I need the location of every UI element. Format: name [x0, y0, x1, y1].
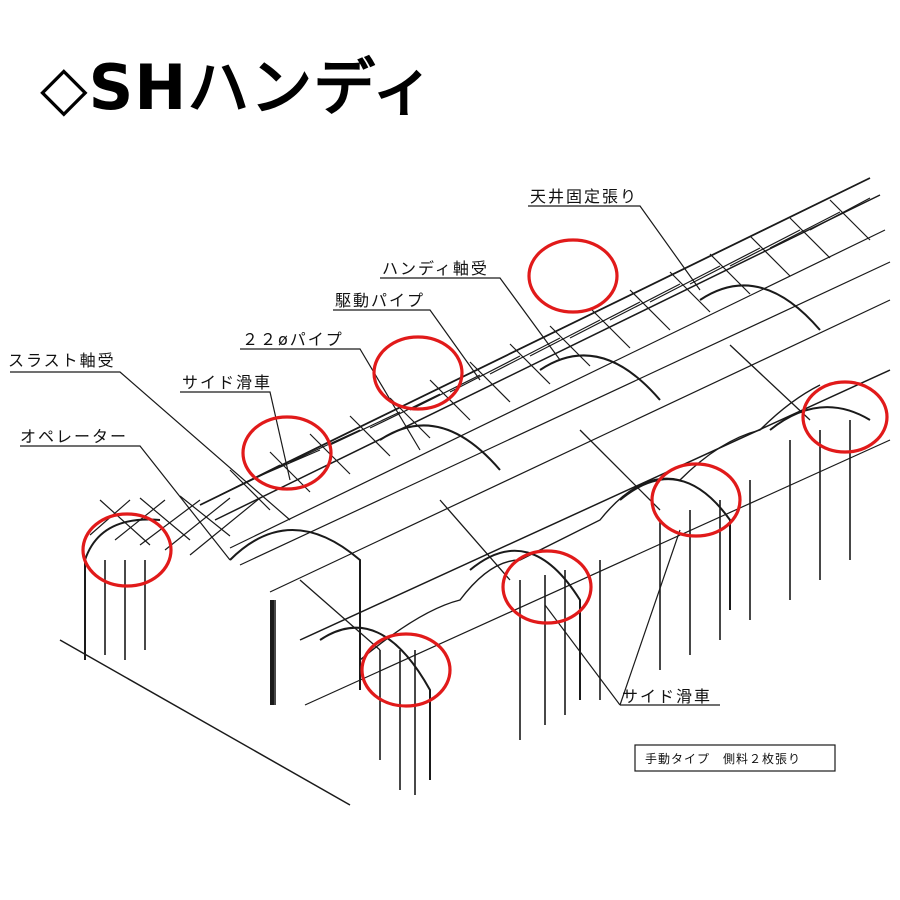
- highlight-circle: [241, 415, 333, 491]
- highlight-circle: [81, 512, 173, 588]
- label-ceiling-fixed: 天井固定張り: [530, 187, 638, 206]
- caption-text: 手動タイプ 側料２枚張り: [645, 751, 801, 766]
- highlight-circle: [527, 238, 619, 314]
- highlight-circle: [501, 549, 593, 625]
- highlight-circle: [372, 335, 464, 411]
- label-drive-pipe: 駆動パイプ: [335, 291, 425, 310]
- label-thrust-bearing: スラスト軸受: [8, 351, 116, 370]
- highlight-circles: [81, 238, 889, 708]
- label-pipe-22: ２２øパイプ: [242, 330, 344, 349]
- leader-lines: [10, 205, 720, 706]
- caption-box: 手動タイプ 側料２枚張り: [634, 744, 836, 772]
- page-title: ◇SHハンディ: [40, 51, 435, 124]
- label-operator: オペレーター: [20, 427, 128, 446]
- label-handy-bearing: ハンディ軸受: [382, 259, 489, 278]
- highlight-circle: [360, 632, 452, 708]
- highlight-circle: [801, 380, 889, 454]
- label-side-pulley-bottom: サイド滑車: [622, 687, 712, 706]
- highlight-circle: [650, 462, 742, 538]
- label-side-pulley-top: サイド滑車: [182, 373, 272, 392]
